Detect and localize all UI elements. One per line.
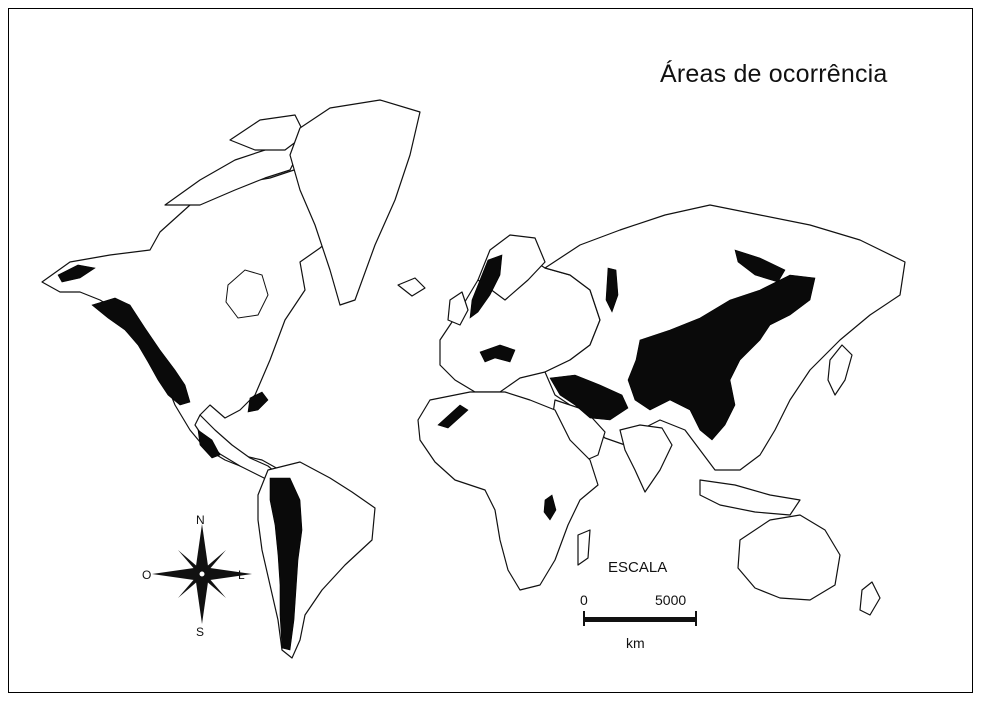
occurrence-andes — [269, 477, 303, 651]
occurrence-east-africa — [543, 494, 557, 521]
map-title: Áreas de ocorrência — [660, 60, 888, 88]
occurrence-siberia — [734, 249, 786, 283]
scale-max: 5000 — [655, 592, 686, 608]
hudson-bay — [225, 269, 269, 319]
iceland — [397, 277, 426, 297]
occurrence-rocky-mountains — [91, 297, 191, 406]
scale-title: ESCALA — [608, 559, 667, 576]
scale-bar — [584, 617, 696, 622]
occurrence-central-asia — [627, 274, 816, 441]
southeast-asia-islands — [699, 479, 801, 516]
scale-min: 0 — [580, 592, 588, 608]
africa — [417, 391, 599, 591]
greenland — [289, 99, 421, 306]
occurrence-atlas — [437, 404, 469, 429]
japan — [827, 344, 853, 396]
scale-unit: km — [626, 635, 645, 651]
madagascar — [577, 529, 591, 566]
occurrence-urals — [605, 267, 619, 313]
occurrence-scandinavia — [469, 254, 503, 319]
british-isles — [447, 291, 469, 326]
compass-north-label: N — [196, 513, 205, 527]
occurrence-alps-carpathians — [479, 344, 516, 363]
new-zealand — [859, 581, 881, 616]
compass-south-label: S — [196, 625, 204, 639]
occurrence-caucasus-iran — [549, 374, 629, 421]
occurrence-mexico — [197, 429, 221, 459]
occurrence-alaska — [57, 264, 96, 283]
compass-west-label: O — [142, 568, 151, 582]
indian-subcontinent — [619, 424, 673, 493]
occurrence-appalachians — [247, 391, 269, 413]
compass-rose — [152, 524, 252, 624]
compass-east-label: L — [238, 568, 245, 582]
australia — [737, 514, 841, 601]
